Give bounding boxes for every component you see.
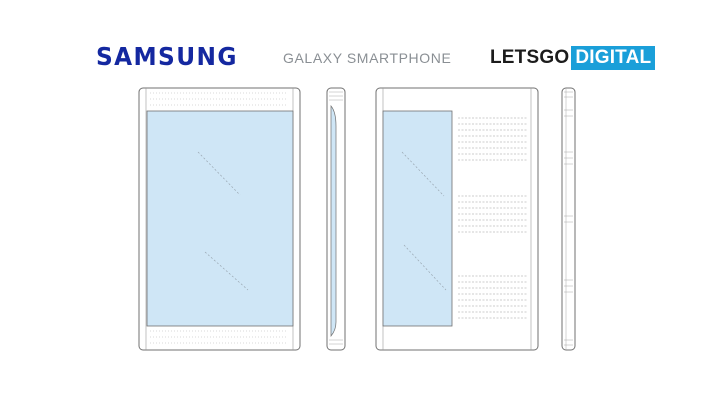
right-side-hatching (564, 91, 573, 346)
front-view-reflection-marks (197, 151, 249, 291)
right-side-view (561, 87, 576, 351)
page-title: GALAXY SMARTPHONE (283, 50, 452, 66)
left-side-view (326, 87, 346, 351)
front-view-screen (146, 110, 294, 327)
rear-view (375, 87, 539, 351)
samsung-logo: SAMSUNG (96, 42, 238, 71)
logo-part-digital: DIGITAL (571, 46, 656, 70)
rear-view-body-outline (375, 87, 539, 351)
rear-view-screen (382, 110, 453, 327)
logo-part-letsgo: LETSGO (490, 47, 570, 68)
right-side-body-outline (561, 87, 576, 351)
letsgodigital-logo: LETSGO DIGITAL (490, 46, 656, 70)
front-view-hatching (150, 92, 288, 344)
left-side-curved-screen (330, 105, 337, 337)
front-view-body-outline (138, 87, 301, 351)
rear-view-hatching (458, 117, 528, 319)
left-side-body-outline (326, 87, 346, 351)
left-side-hatching (329, 91, 343, 345)
front-view (138, 87, 301, 351)
